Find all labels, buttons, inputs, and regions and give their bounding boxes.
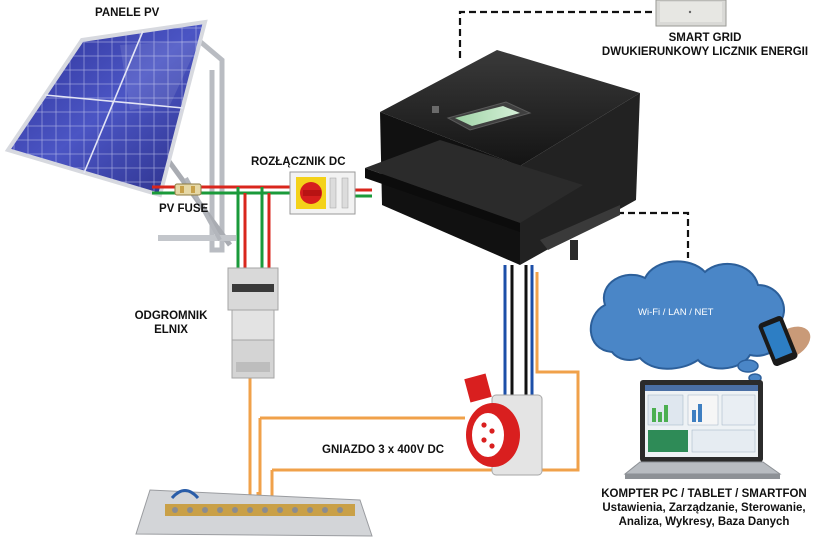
inverter-icon xyxy=(365,50,640,265)
smart-grid-label-line2: DWUKIERUNKOWY LICZNIK ENERGII xyxy=(601,46,809,58)
cloud-label: Wi-Fi / LAN / NET xyxy=(638,307,714,318)
energy-meter-icon xyxy=(655,0,727,27)
devices-label-line2: Ustawienia, Zarządzanie, Sterowanie, xyxy=(602,502,806,514)
surge-arrester-icon xyxy=(227,267,279,379)
dc-switch-label: ROZŁĄCZNIK DC xyxy=(251,156,346,168)
smart-grid-label: SMART GRID DWUKIERUNKOWY LICZNIK ENERGII xyxy=(590,31,820,59)
inverter-display xyxy=(432,101,532,131)
devices-label-line3: Analiza, Wykresy, Baza Danych xyxy=(618,516,790,528)
pv-panels-label: PANELE PV xyxy=(95,7,160,19)
laptop-icon xyxy=(623,380,782,479)
surge-arrester-label: ODGROMNIK ELNIX xyxy=(126,309,216,337)
busbar-icon xyxy=(135,489,373,537)
smart-grid-label-line1: SMART GRID xyxy=(668,32,742,44)
industrial-socket-icon xyxy=(464,373,543,476)
dc-switch-icon xyxy=(289,171,356,215)
devices-label-line1: KOMPTER PC / TABLET / SMARTFON xyxy=(601,488,807,500)
devices-label: KOMPTER PC / TABLET / SMARTFON Ustawieni… xyxy=(584,487,824,529)
smartphone-icon xyxy=(758,316,811,366)
ac-output-cables xyxy=(503,265,534,398)
socket-label: GNIAZDO 3 x 400V DC xyxy=(322,444,445,456)
cloud-icon xyxy=(589,260,785,383)
pv-fuse-label: PV FUSE xyxy=(159,203,209,215)
surge-arrester-label-line2: ELNIX xyxy=(154,324,188,336)
surge-arrester-label-line1: ODGROMNIK xyxy=(134,310,208,322)
earth-cables xyxy=(248,272,580,512)
pv-fuse-icon xyxy=(174,183,202,196)
